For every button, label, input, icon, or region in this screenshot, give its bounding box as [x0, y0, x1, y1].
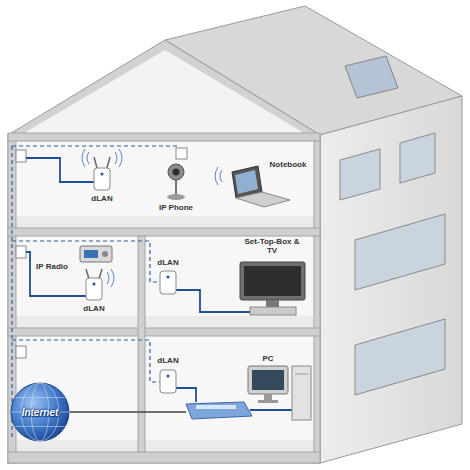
router	[186, 402, 252, 419]
device-label: dLAN	[91, 194, 112, 203]
network-cable	[26, 252, 86, 296]
wall-socket	[16, 346, 26, 358]
network-cable	[250, 409, 292, 411]
notebook-base	[236, 192, 290, 207]
ip-radio-display	[84, 250, 98, 258]
pc-monitor-stand	[264, 394, 272, 400]
power-line	[12, 340, 160, 382]
status-led	[92, 282, 95, 285]
floor-surface	[16, 316, 314, 328]
dlan-adapter	[160, 271, 176, 294]
device-label: dLAN	[157, 356, 178, 365]
pc-screen	[252, 370, 284, 390]
window	[355, 319, 445, 395]
floor-slab	[8, 452, 320, 463]
pc-drive	[295, 374, 308, 375]
device-label: IP Phone	[159, 203, 193, 212]
window	[400, 133, 435, 183]
node-label: Internet	[22, 407, 59, 418]
status-led	[166, 275, 169, 278]
ip-phone-stand	[175, 180, 177, 196]
antenna	[86, 269, 89, 279]
tv-screen	[244, 266, 301, 296]
dlan-adapter	[160, 370, 176, 393]
network-cable	[176, 290, 250, 312]
ip-radio	[80, 246, 112, 262]
partition-wall	[138, 236, 145, 452]
attic	[24, 50, 304, 133]
gable-wall	[8, 40, 320, 135]
floor-slab	[8, 228, 320, 236]
ip-radio-knob	[102, 251, 108, 257]
side-wall	[320, 96, 462, 463]
ip-phone-base	[167, 194, 185, 200]
globe-parallel	[15, 426, 65, 427]
set-top-box	[250, 307, 296, 315]
globe-meridian	[21, 383, 59, 441]
network-cable	[26, 158, 94, 182]
antenna	[94, 157, 97, 168]
power-line	[12, 145, 180, 146]
globe-parallel	[15, 397, 65, 398]
floor-surface	[16, 216, 314, 228]
internet-globe: Internet	[10, 382, 70, 442]
pc-tower	[292, 366, 311, 420]
dlan-adapter	[94, 168, 110, 190]
floor-slab	[8, 328, 320, 336]
device-label: IP Radio	[36, 262, 68, 271]
notebook-display	[235, 170, 258, 194]
wall-socket	[176, 148, 187, 159]
tv	[240, 262, 305, 300]
wall-socket	[16, 246, 26, 258]
window	[340, 149, 380, 200]
ceiling-slab	[8, 133, 320, 141]
pc-monitor-foot	[258, 400, 278, 403]
ip-phone-lens	[173, 169, 180, 176]
device-label: dLAN	[83, 304, 104, 313]
status-led	[100, 172, 103, 175]
network-cable	[176, 388, 196, 402]
device-label: Set-Top-Box & TV	[244, 237, 300, 255]
device-label: dLAN	[157, 258, 178, 267]
window	[355, 214, 445, 290]
antenna	[107, 157, 110, 168]
status-led	[166, 374, 169, 377]
wireless-waves	[215, 167, 222, 185]
outer-wall	[314, 135, 320, 463]
wireless-waves	[107, 269, 114, 287]
dlan-adapter	[86, 278, 102, 300]
wireless-waves	[82, 149, 122, 167]
device-label: PC	[262, 354, 273, 363]
pc-monitor	[248, 366, 288, 394]
antenna	[99, 269, 102, 279]
floor-surface	[16, 440, 314, 452]
power-line	[12, 241, 160, 282]
device-label: Notebook	[270, 160, 307, 169]
globe	[11, 383, 69, 441]
power-line	[11, 146, 12, 440]
router-top	[196, 405, 236, 409]
internet-cable	[70, 411, 186, 412]
wall-socket	[16, 150, 26, 162]
ip-phone	[168, 164, 184, 180]
skylight	[345, 56, 398, 98]
interior	[8, 135, 320, 463]
